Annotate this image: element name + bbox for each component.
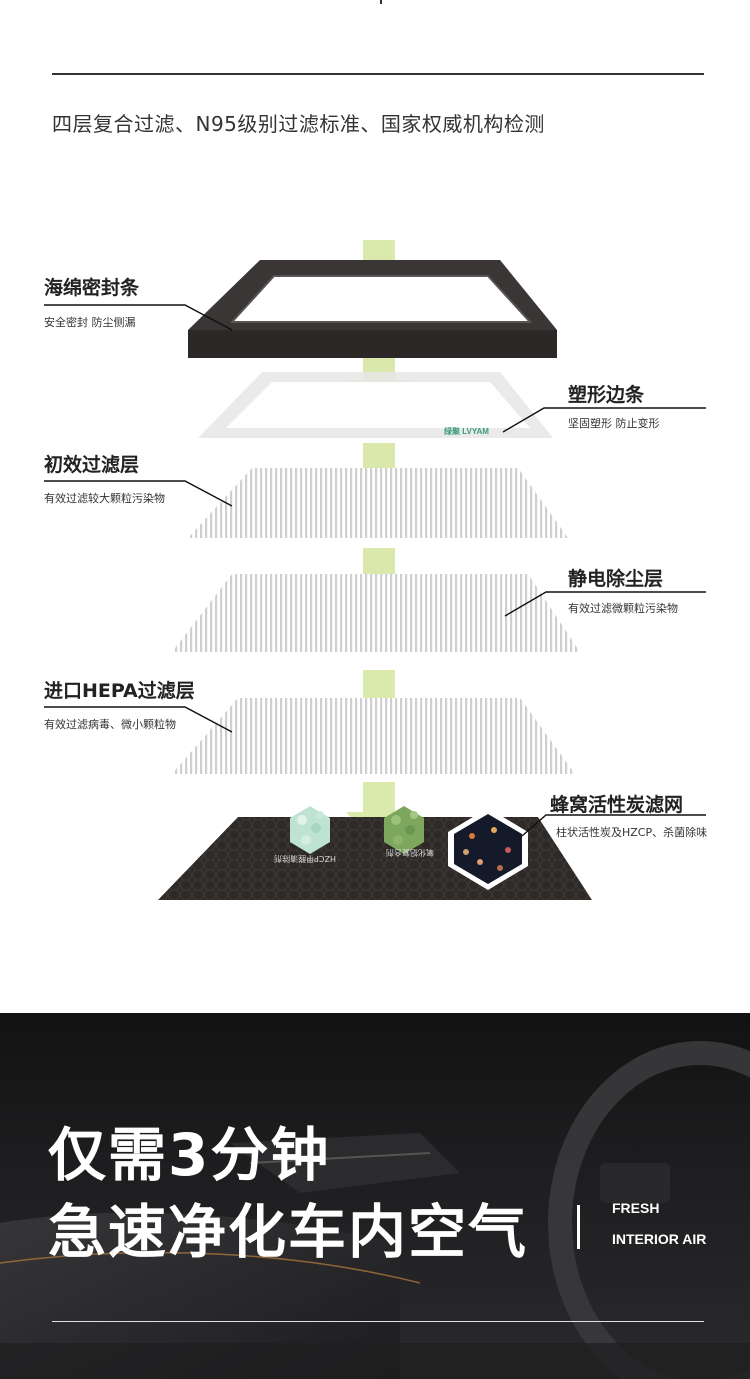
alumina-granules: [384, 806, 424, 854]
hzcp-label: HZCP甲醛清除剂: [274, 854, 336, 864]
primary-filter-layer: [188, 468, 568, 538]
leader-lines: [44, 304, 706, 837]
plastic-frame: 绿聚 LVYAM: [198, 372, 553, 438]
carbon-mat: HZCP甲醛清除剂 氧化铝复合剂: [158, 806, 592, 900]
hero-headline-1: 仅需3分钟: [48, 1121, 331, 1189]
car-interior-image: [0, 1013, 750, 1379]
tag-interior-air: INTERIOR AIR: [612, 1231, 707, 1247]
label-carbon-title: 蜂窝活性炭滤网: [550, 794, 684, 816]
activated-carbon-hex: [448, 808, 528, 890]
arrow-down-icon: [346, 782, 412, 848]
label-primary-filter-desc: 有效过滤较大颗粒污染物: [44, 492, 165, 505]
label-electrostatic-desc: 有效过滤微颗粒污染物: [568, 602, 678, 615]
top-divider: [52, 73, 704, 75]
label-carbon-desc: 柱状活性炭及HZCP、杀菌除味: [556, 826, 708, 839]
label-plastic-frame-desc: 坚固塑形 防止变形: [568, 417, 660, 430]
label-plastic-frame-title: 塑形边条: [568, 384, 645, 406]
hero-headline-2: 急速净化车内空气: [48, 1198, 529, 1266]
tag-fresh: FRESH: [612, 1200, 660, 1216]
label-electrostatic-title: 静电除尘层: [568, 568, 664, 590]
label-hepa-title: 进口HEPA过滤层: [44, 680, 195, 702]
top-tick-mark: [380, 0, 382, 4]
hero-divider-bar: [577, 1205, 580, 1249]
label-primary-filter-title: 初效过滤层: [44, 454, 140, 476]
hero-banner: [0, 1013, 750, 1379]
hzcp-granules: [290, 806, 330, 854]
filter-layers-diagram: 绿聚 LVYAM HZCP甲醛清除剂 氧化铝复合剂: [44, 240, 706, 900]
label-hepa-desc: 有效过滤病毒、微小颗粒物: [44, 718, 176, 731]
label-sponge-seal-desc: 安全密封 防尘侧漏: [44, 316, 136, 329]
label-sponge-seal-title: 海绵密封条: [44, 277, 140, 299]
hepa-layer: [172, 698, 575, 774]
frame-logo: 绿聚 LVYAM: [444, 426, 489, 436]
sponge-seal-frame: [188, 260, 557, 358]
electrostatic-layer: [172, 574, 580, 652]
hero-bottom-rule: [52, 1321, 704, 1322]
subtitle: 四层复合过滤、N95级别过滤标准、国家权威机构检测: [52, 112, 545, 136]
alumina-label: 氧化铝复合剂: [386, 848, 434, 858]
